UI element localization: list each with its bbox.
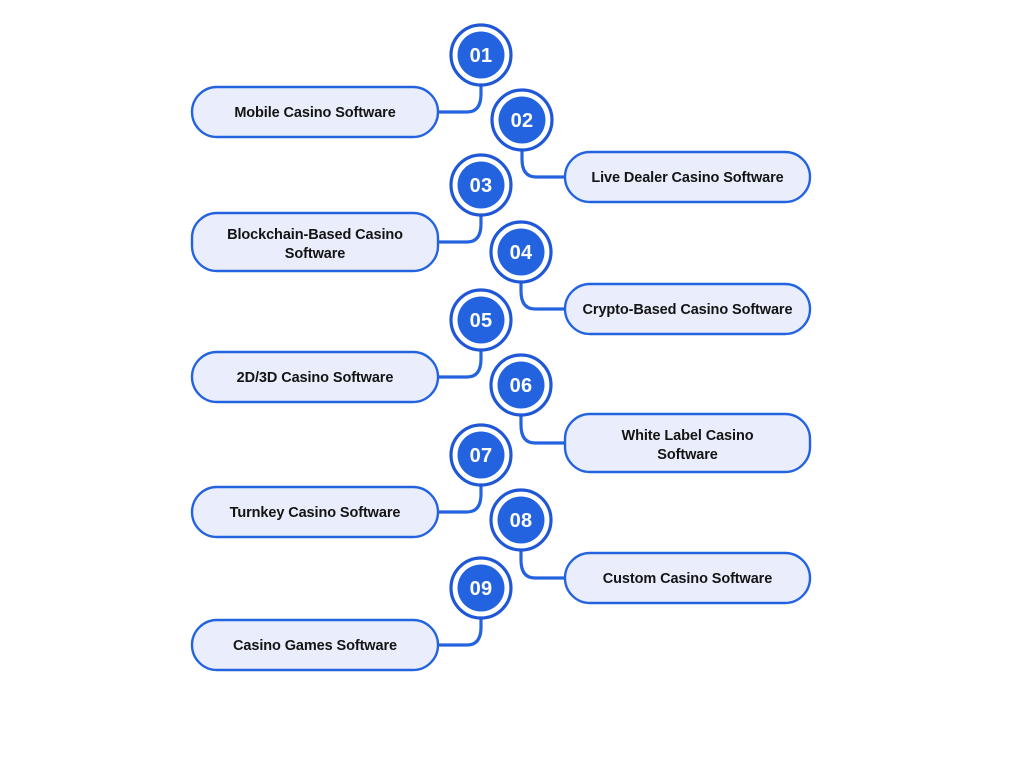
decorative-line-pair-01 — [232, 43, 460, 67]
label-pill-04[interactable]: Crypto-Based Casino Software — [563, 282, 812, 336]
connector-08 — [519, 547, 568, 580]
label-pill-text-02: Live Dealer Casino Software — [591, 170, 783, 186]
number-circle-text-01: 01 — [470, 45, 493, 67]
label-pill-08[interactable]: Custom Casino Software — [563, 551, 812, 605]
number-circle-text-09: 09 — [470, 578, 493, 600]
decorative-line-pair-03 — [232, 173, 460, 197]
connector-lines-layer — [435, 82, 568, 647]
label-pill-02[interactable]: Live Dealer Casino Software — [563, 150, 812, 204]
decorative-line-pair-06 — [542, 373, 775, 397]
connector-02 — [520, 147, 568, 179]
number-circle-text-06: 06 — [510, 375, 533, 397]
number-circle-text-07: 07 — [470, 445, 493, 467]
decorative-line-pair-02 — [543, 108, 775, 132]
decorative-lines-layer — [232, 43, 775, 600]
label-pill-text-07: Turnkey Casino Software — [230, 505, 401, 521]
decorative-line-pair-08 — [542, 508, 775, 532]
label-pill-text-04: Crypto-Based Casino Software — [583, 302, 793, 318]
connector-01 — [435, 82, 483, 114]
connector-06 — [519, 412, 568, 445]
number-circles-layer: 01 02 03 04 05 06 07 08 09 — [449, 23, 554, 620]
decorative-line-pair-07 — [232, 443, 460, 467]
number-circle-text-03: 03 — [470, 175, 493, 197]
number-circle-03[interactable]: 03 — [449, 153, 513, 217]
label-pill-text-08: Custom Casino Software — [603, 571, 772, 587]
number-circle-04[interactable]: 04 — [489, 220, 553, 284]
label-pill-01[interactable]: Mobile Casino Software — [190, 85, 440, 139]
number-circle-08[interactable]: 08 — [489, 488, 553, 552]
number-circle-text-04: 04 — [510, 242, 533, 264]
label-pill-05[interactable]: 2D/3D Casino Software — [190, 350, 440, 404]
decorative-line-pair-05 — [232, 308, 460, 332]
number-circle-06[interactable]: 06 — [489, 353, 553, 417]
label-pill-07[interactable]: Turnkey Casino Software — [190, 485, 440, 539]
number-circle-05[interactable]: 05 — [449, 288, 513, 352]
label-pill-text-05: 2D/3D Casino Software — [237, 370, 394, 386]
connector-07 — [435, 482, 483, 514]
label-pill-text-09: Casino Games Software — [233, 638, 397, 654]
connector-05 — [435, 347, 483, 379]
connector-03 — [435, 212, 483, 244]
decorative-line-pair-04 — [542, 240, 775, 264]
number-circle-07[interactable]: 07 — [449, 423, 513, 487]
connector-09 — [435, 615, 483, 647]
number-circle-01[interactable]: 01 — [449, 23, 513, 87]
number-circle-text-08: 08 — [510, 510, 533, 532]
number-circle-02[interactable]: 02 — [490, 88, 554, 152]
label-pill-text-01: Mobile Casino Software — [234, 105, 395, 121]
number-circle-text-05: 05 — [470, 310, 493, 332]
label-pill-09[interactable]: Casino Games Software — [190, 618, 440, 672]
number-circle-09[interactable]: 09 — [449, 556, 513, 620]
number-circle-text-02: 02 — [511, 110, 534, 132]
decorative-line-pair-09 — [232, 576, 460, 600]
connector-04 — [519, 279, 568, 311]
